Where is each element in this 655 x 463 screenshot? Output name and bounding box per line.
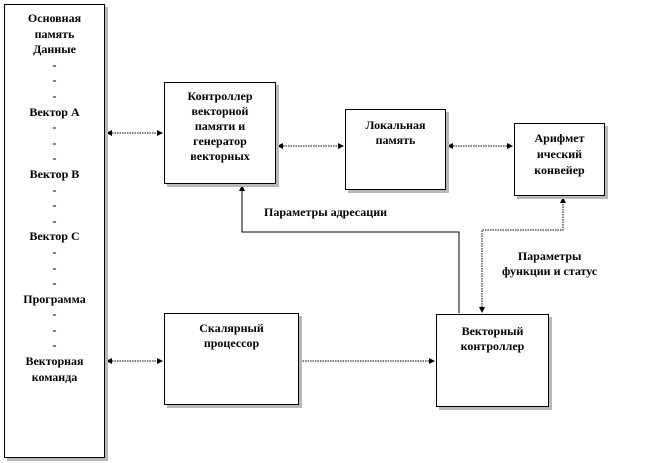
main-memory-line: Вектор A — [29, 104, 80, 119]
main-memory-line: - — [52, 198, 57, 213]
function-status-link — [479, 197, 566, 313]
function-status-label-line: функции и статус — [502, 264, 598, 278]
arithmetic-pipeline-line: Арифмет — [534, 131, 585, 145]
main-memory-line: команда — [31, 369, 78, 384]
local-memory-line: память — [375, 133, 416, 147]
vector-memory-controller-line: векторной — [191, 104, 249, 118]
scalar-processor-line: Скалярный — [199, 321, 264, 335]
vector-memory-controller-line: памяти и — [194, 119, 246, 133]
main-memory-line: Основная — [27, 11, 82, 25]
arithmetic-pipeline-block: Арифмет ический конвейер — [514, 123, 605, 196]
main-memory-line: - — [52, 151, 57, 166]
arithmetic-pipeline-line: ический — [536, 147, 583, 161]
main-memory-line: - — [52, 182, 57, 197]
addressing-params-label: Параметры адресации — [264, 205, 388, 219]
main-memory-line: Программа — [23, 291, 86, 306]
main-memory-line: - — [52, 213, 57, 228]
vector-memory-controller-line: генератор — [193, 134, 247, 148]
main-memory-line: память — [34, 26, 75, 41]
arithmetic-pipeline-line: конвейер — [534, 163, 585, 177]
main-memory-line: - — [52, 307, 57, 322]
addressing-params-link — [239, 185, 460, 313]
main-memory-line: - — [52, 338, 57, 353]
main-memory-line: Вектор B — [29, 166, 80, 181]
vector-controller-line: Векторный — [461, 324, 524, 338]
main-memory-line: Векторная — [25, 354, 84, 369]
main-memory-line: - — [52, 57, 57, 72]
main-memory-line: - — [52, 73, 57, 88]
main-memory-line: - — [52, 120, 57, 135]
local-memory-line: Локальная — [365, 118, 426, 132]
main-memory-line: Вектор C — [29, 229, 80, 244]
main-memory-line: - — [52, 244, 57, 259]
main-memory-line: Данные — [33, 42, 76, 57]
main-memory-line: - — [52, 276, 57, 291]
main-memory-line: - — [52, 322, 57, 337]
scalar-processor-line: процессор — [203, 336, 260, 350]
function-status-label-line: Параметры — [517, 249, 582, 263]
vector-controller-line: контроллер — [460, 339, 525, 353]
vector-memory-controller-line: Контроллер — [187, 89, 253, 103]
main-memory-line: - — [52, 88, 57, 103]
main-memory-line: - — [52, 260, 57, 275]
vector-memory-controller-line: векторных — [190, 149, 250, 163]
main-memory-line: - — [52, 135, 57, 150]
